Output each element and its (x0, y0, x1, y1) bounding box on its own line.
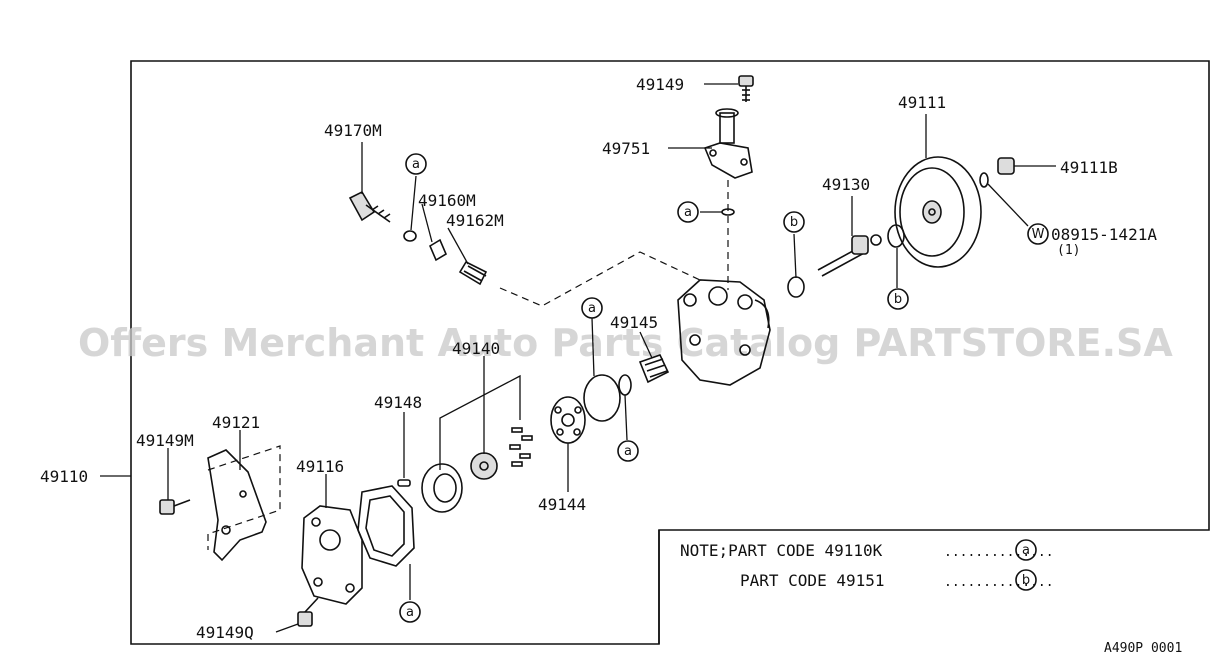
label-49160M[interactable]: 49160M (418, 191, 476, 210)
label-49148[interactable]: 49148 (374, 393, 422, 412)
svg-text:W: W (1032, 227, 1045, 242)
label-49121[interactable]: 49121 (212, 413, 260, 432)
leader-08915 (987, 183, 1029, 227)
marker-a-5: a (399, 601, 421, 623)
large-o-ring[interactable] (583, 374, 621, 422)
marker-a-1: a (405, 153, 427, 175)
svg-text:b: b (894, 292, 902, 307)
note-line-1-dots: .............. (944, 545, 1054, 560)
label-49162M[interactable]: 49162M (446, 211, 504, 230)
svg-text:a: a (1022, 543, 1030, 558)
part-49162M-spring[interactable] (458, 260, 488, 286)
leader-a-large-ring (591, 317, 595, 377)
svg-text:b: b (1022, 573, 1030, 588)
label-08915-1421A[interactable]: 08915-1421A (1051, 225, 1157, 244)
svg-text:a: a (412, 157, 420, 172)
part-49111-pulley[interactable] (894, 156, 982, 268)
part-49111B-nut[interactable] (979, 157, 1015, 188)
part-49116-rear-cover[interactable] (301, 505, 363, 605)
label-49110[interactable]: 49110 (40, 467, 88, 486)
svg-text:a: a (684, 205, 692, 220)
leader-a-49170M (410, 175, 417, 231)
marker-a-2: a (677, 201, 699, 223)
part-49130-shaft[interactable] (817, 234, 882, 277)
label-49149M[interactable]: 49149M (136, 431, 194, 450)
svg-text:a: a (588, 301, 596, 316)
part-49149-bolt[interactable] (738, 75, 754, 102)
label-49111[interactable]: 49111 (898, 93, 946, 112)
label-49130[interactable]: 49130 (822, 175, 870, 194)
label-49111B[interactable]: 49111B (1060, 158, 1118, 177)
marker-w: W (1027, 223, 1049, 245)
part-49149Q-bolt[interactable] (297, 597, 319, 627)
svg-text:b: b (790, 215, 798, 230)
label-49145[interactable]: 49145 (610, 313, 658, 332)
part-49148-pin[interactable] (397, 479, 411, 487)
leader-49160M (421, 203, 433, 243)
leader-49140 (439, 356, 521, 470)
gasket[interactable] (357, 485, 415, 567)
part-49145-spring[interactable] (638, 354, 670, 384)
leader-49149Q (275, 623, 299, 633)
label-49149Q[interactable]: 49149Q (196, 623, 254, 642)
note-marker-b: b (1015, 569, 1037, 591)
marker-b-2: b (887, 288, 909, 310)
watermark-text: Offers Merchant Auto Parts Catalog PARTS… (78, 321, 1173, 365)
note-marker-a: a (1015, 539, 1037, 561)
svg-text:a: a (624, 444, 632, 459)
leader-a-side (624, 394, 628, 441)
leader-49162M (447, 227, 469, 265)
leader-b-left (793, 233, 797, 279)
leader-49145 (639, 331, 653, 359)
label-49140[interactable]: 49140 (452, 339, 500, 358)
part-49751-fitting[interactable] (703, 108, 753, 179)
label-49170M[interactable]: 49170M (324, 121, 382, 140)
marker-b-1: b (783, 211, 805, 233)
diagram-code: A490P 0001 (1104, 641, 1182, 656)
pump-body[interactable] (677, 279, 771, 386)
o-ring-a-connector[interactable] (403, 230, 417, 242)
assembly-line-3 (207, 445, 281, 535)
washer-b-left[interactable] (787, 276, 805, 298)
part-49121-bracket[interactable] (207, 449, 267, 562)
note-line-2-dots: .............. (944, 575, 1054, 590)
part-49149M-bolt[interactable] (159, 499, 191, 515)
svg-text:a: a (406, 605, 414, 620)
marker-a-3: a (581, 297, 603, 319)
marker-a-4: a (617, 440, 639, 462)
rotor[interactable] (470, 452, 498, 480)
assembly-line-1 (499, 251, 701, 307)
note-line-1: NOTE;PART CODE 49110K (680, 541, 883, 560)
label-49116[interactable]: 49116 (296, 457, 344, 476)
part-49144-plate[interactable] (550, 396, 586, 444)
label-49144[interactable]: 49144 (538, 495, 586, 514)
part-49160M-valve[interactable] (428, 238, 448, 262)
label-49751[interactable]: 49751 (602, 139, 650, 158)
vanes[interactable] (509, 427, 533, 467)
label-08915-qty: (1) (1057, 243, 1080, 258)
note-line-2: PART CODE 49151 (740, 571, 885, 590)
o-ring-a-side[interactable] (618, 374, 632, 396)
cam-ring[interactable] (421, 463, 463, 513)
part-49170M-connector[interactable] (348, 190, 391, 223)
label-49149[interactable]: 49149 (636, 75, 684, 94)
